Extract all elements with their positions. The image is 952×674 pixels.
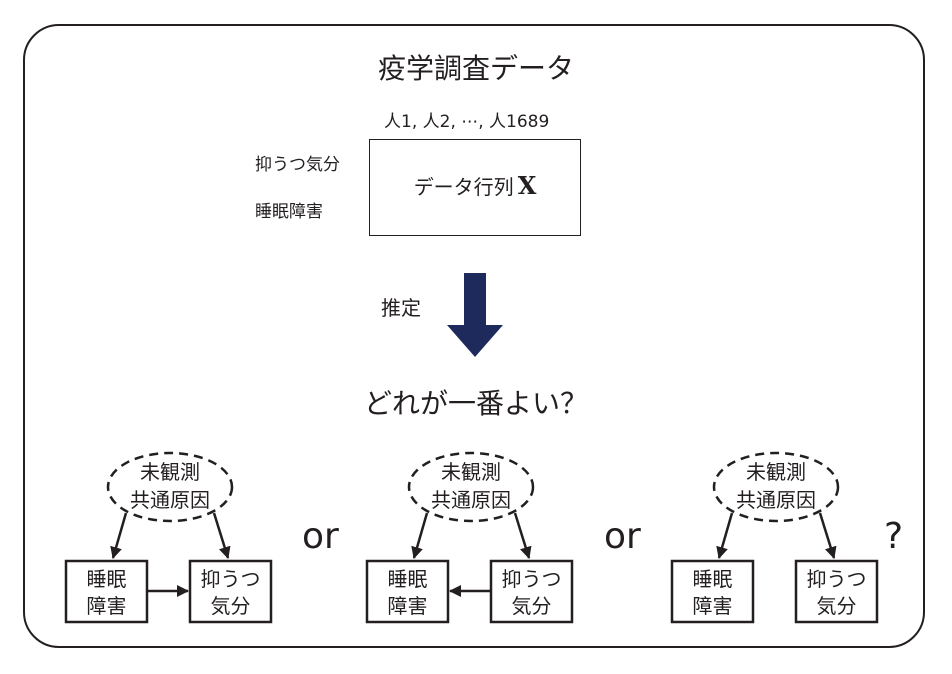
diagram-title: 疫学調査データ xyxy=(377,52,574,85)
confounder-label-line2: 共通原因 xyxy=(736,488,816,512)
mood-node-label-line2: 気分 xyxy=(817,594,857,618)
sleep-node-label-line1: 睡眠 xyxy=(693,567,733,591)
mood-node-label-line1: 抑うつ xyxy=(502,567,562,591)
persons-label: 人1, 人2, ⋯, 人1689 xyxy=(384,112,550,132)
mood-node-box xyxy=(489,559,574,624)
sleep-node-label-line1: 睡眠 xyxy=(87,567,127,591)
down-arrow-shape xyxy=(447,273,503,357)
confounder-ellipse xyxy=(106,451,234,523)
estimate-label: 推定 xyxy=(381,296,421,320)
data-matrix-symbol: X xyxy=(517,171,537,200)
sleep-node-box xyxy=(365,559,450,624)
diagram-frame xyxy=(23,24,925,648)
edge-confounder-to-sleep xyxy=(716,512,734,559)
data-matrix-label: データ行列 xyxy=(413,175,514,199)
or-separator-1: or xyxy=(302,516,339,557)
question-text: どれが一番よい？ xyxy=(363,387,588,420)
edge-confounder-to-sleep xyxy=(411,512,429,559)
edge-confounder-to-sleep xyxy=(110,512,128,559)
mood-node-label-line2: 気分 xyxy=(512,594,552,618)
sleep-node-box xyxy=(64,559,149,624)
edge-confounder-to-mood xyxy=(818,512,837,559)
mood-node-label-line1: 抑うつ xyxy=(201,567,261,591)
sleep-node-box xyxy=(670,559,755,624)
confounder-label-line2: 共通原因 xyxy=(431,488,511,512)
confounder-label-line1: 未観測 xyxy=(441,460,501,484)
confounder-ellipse xyxy=(712,451,840,523)
question-mark: ? xyxy=(884,516,904,557)
sleep-node-label-line1: 睡眠 xyxy=(388,567,428,591)
mood-node-box xyxy=(188,559,273,624)
sleep-node-label-line2: 障害 xyxy=(388,594,428,618)
confounder-ellipse xyxy=(407,451,535,523)
confounder-label-line1: 未観測 xyxy=(746,460,806,484)
confounder-label-line1: 未観測 xyxy=(140,460,200,484)
sleep-node-label-line2: 障害 xyxy=(87,594,127,618)
mood-node-box xyxy=(794,559,879,624)
down-arrow-icon xyxy=(447,273,503,357)
mood-node-label-line2: 気分 xyxy=(211,594,251,618)
or-separator-2: or xyxy=(604,516,641,557)
confounder-label-line2: 共通原因 xyxy=(130,488,210,512)
edge-confounder-to-mood xyxy=(212,512,231,559)
edge-confounder-to-mood xyxy=(513,512,532,559)
variable-label-sleep: 睡眠障害 xyxy=(255,202,323,222)
sleep-node-label-line2: 障害 xyxy=(693,594,733,618)
mood-node-label-line1: 抑うつ xyxy=(807,567,867,591)
variable-label-mood: 抑うつ気分 xyxy=(255,155,340,175)
